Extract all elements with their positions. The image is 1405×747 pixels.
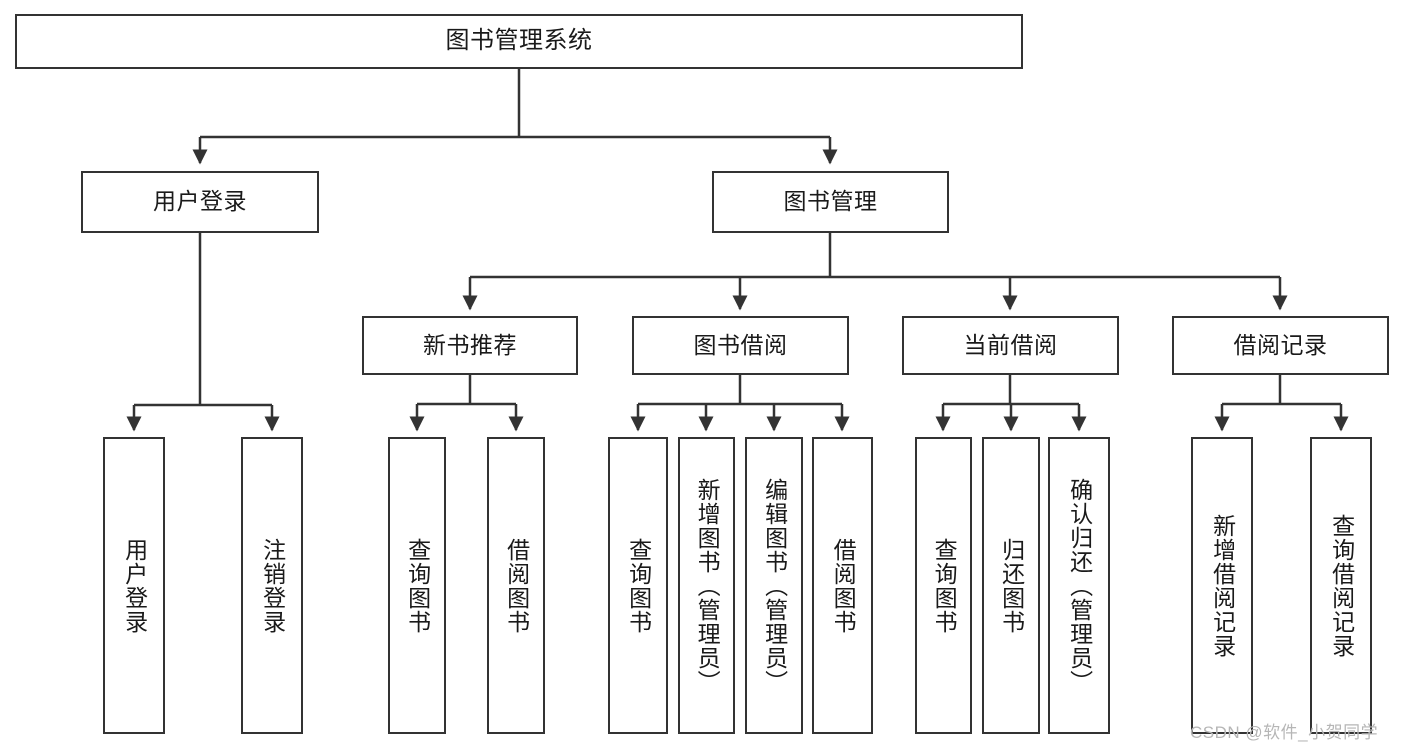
node-book-borrow-label: 图书借阅 (693, 331, 788, 358)
leaf-query-borrow-record[interactable]: 查询借阅记录 (1310, 437, 1372, 734)
leaf-borrow-book-recommend[interactable]: 借阅图书 (487, 437, 545, 734)
leaf-query-borrow-record-label: 查询借阅记录 (1328, 513, 1355, 658)
leaf-query-book-recommend-label: 查询图书 (404, 537, 431, 634)
leaf-add-book-admin[interactable]: 新增图书（管理员） (678, 437, 735, 734)
leaf-confirm-return-admin-label: 确认归还（管理员） (1066, 477, 1093, 694)
watermark-text: CSDN @软件_小贺同学 (1190, 723, 1379, 742)
node-root-label: 图书管理系统 (445, 27, 593, 55)
node-borrow-record[interactable]: 借阅记录 (1172, 316, 1389, 375)
node-new-book-recommend[interactable]: 新书推荐 (362, 316, 578, 375)
leaf-query-book-borrow-label: 查询图书 (625, 537, 652, 634)
node-book-management-label: 图书管理 (783, 188, 878, 215)
leaf-add-borrow-record-label: 新增借阅记录 (1209, 513, 1236, 658)
leaf-query-book-current[interactable]: 查询图书 (915, 437, 972, 734)
node-new-book-recommend-label: 新书推荐 (423, 331, 517, 358)
leaf-borrow-book-label: 借阅图书 (830, 537, 857, 634)
node-borrow-record-label: 借阅记录 (1233, 331, 1328, 358)
leaf-return-book[interactable]: 归还图书 (982, 437, 1040, 734)
leaf-borrow-book[interactable]: 借阅图书 (812, 437, 873, 734)
leaf-logout[interactable]: 注销登录 (241, 437, 303, 734)
leaf-confirm-return-admin[interactable]: 确认归还（管理员） (1048, 437, 1110, 734)
node-user-login[interactable]: 用户登录 (81, 171, 319, 233)
leaf-user-login[interactable]: 用户登录 (103, 437, 165, 734)
node-root[interactable]: 图书管理系统 (15, 14, 1023, 69)
leaf-add-book-admin-label: 新增图书（管理员） (694, 477, 721, 694)
leaf-query-book-current-label: 查询图书 (931, 537, 958, 634)
node-book-management[interactable]: 图书管理 (712, 171, 949, 233)
leaf-borrow-book-recommend-label: 借阅图书 (503, 537, 530, 634)
leaf-user-login-label: 用户登录 (121, 537, 148, 634)
leaf-return-book-label: 归还图书 (998, 537, 1025, 634)
node-book-borrow[interactable]: 图书借阅 (632, 316, 849, 375)
leaf-edit-book-admin[interactable]: 编辑图书（管理员） (745, 437, 803, 734)
leaf-logout-label: 注销登录 (259, 537, 286, 634)
leaf-query-book-borrow[interactable]: 查询图书 (608, 437, 668, 734)
leaf-add-borrow-record[interactable]: 新增借阅记录 (1191, 437, 1253, 734)
leaf-query-book-recommend[interactable]: 查询图书 (388, 437, 446, 734)
leaf-edit-book-admin-label: 编辑图书（管理员） (761, 477, 788, 694)
node-current-borrow-label: 当前借阅 (963, 331, 1058, 358)
node-current-borrow[interactable]: 当前借阅 (902, 316, 1119, 375)
node-user-login-label: 用户登录 (153, 188, 247, 215)
